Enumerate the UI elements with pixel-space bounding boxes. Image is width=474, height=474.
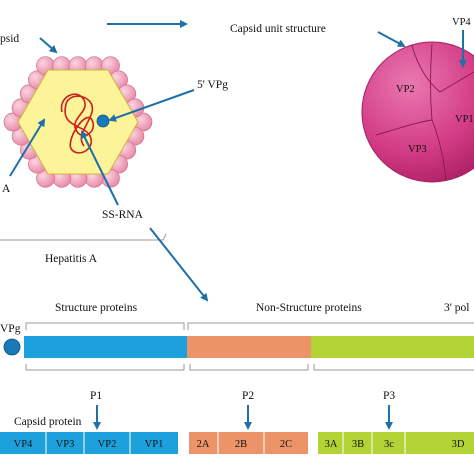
p1-segment-vp3: VP3 (56, 439, 75, 450)
rna-arrow (81, 130, 119, 206)
virus-name-label: Hepatitis A (45, 253, 98, 265)
p3-segment-3b: 3B (352, 439, 364, 450)
genome-vpg-label: VPg (0, 323, 21, 335)
p1-segment-vp4: VP4 (14, 439, 33, 450)
vpg-arrow (108, 89, 195, 122)
genome-structural-region (24, 336, 187, 358)
virion-bracket (0, 233, 167, 241)
capsid-unit-title: Capsid unit structure (230, 23, 326, 35)
p2-segment-2b: 2B (235, 439, 247, 450)
genome-p2-region (187, 336, 311, 358)
nonstructure-top-bracket (187, 322, 474, 330)
left-partial-label: A (2, 183, 11, 195)
left-arrow (9, 118, 46, 177)
vpg-label: 5' VPg (197, 79, 228, 91)
structure-proteins-label: Structure proteins (55, 302, 138, 314)
p3-polyprotein-bar: 3A 3B 3c 3D (318, 432, 474, 454)
poly-a-label: 3' pol (444, 302, 469, 314)
genome-vpg-bead (3, 338, 21, 356)
to-genome-arrow (149, 227, 209, 302)
structure-top-bracket (25, 322, 185, 330)
capsid-label: psid (0, 33, 19, 45)
vp3-label: VP3 (408, 144, 427, 155)
capsid-protein-label: Capsid protein (14, 416, 82, 428)
p1-label: P1 (90, 390, 102, 402)
p2-bracket (189, 364, 309, 371)
p3-segment-3d: 3D (452, 439, 465, 450)
p1-segment-vp1: VP1 (145, 439, 164, 450)
p2-segment-2a: 2A (197, 439, 210, 450)
p2-polyprotein-bar: 2A 2B 2C (189, 432, 308, 454)
vp4-label: VP4 (452, 17, 471, 28)
p1-segment-vp2: VP2 (98, 439, 117, 450)
p2-label: P2 (242, 390, 254, 402)
capsid-unit-arrow (377, 31, 406, 47)
nonstructure-proteins-label: Non-Structure proteins (256, 302, 362, 314)
p1-bracket (25, 364, 185, 371)
capsid-inner-hexagon (17, 69, 139, 175)
vpg-bead (96, 114, 110, 128)
p1-polyprotein-bar: VP4 VP3 VP2 VP1 (0, 432, 178, 454)
virion-illustration (3, 56, 153, 188)
p3-segment-3a: 3A (325, 439, 338, 450)
vp1-label: VP1 (455, 114, 474, 125)
vp2-label: VP2 (396, 84, 415, 95)
rna-label: SS-RNA (102, 209, 144, 221)
capsid-arrow (39, 37, 58, 54)
p3-label: P3 (383, 390, 395, 402)
rna-strand (60, 93, 95, 154)
capsid-unit-sphere (361, 41, 474, 183)
genome-p3-region (311, 336, 474, 358)
p3-segment-3c: 3c (384, 439, 394, 450)
p2-segment-2c: 2C (280, 439, 292, 450)
p3-bracket (313, 364, 474, 371)
